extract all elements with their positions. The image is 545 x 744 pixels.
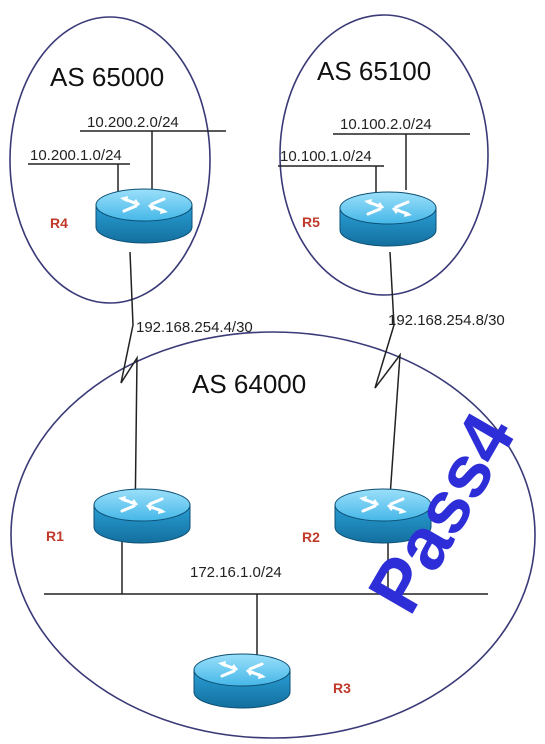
as65000-label: AS 65000 [50, 62, 164, 92]
serial-link-r4-r1 [120, 251, 138, 526]
as65100-boundary [279, 14, 489, 296]
router-r3-label: R3 [333, 680, 351, 696]
router-r2-label: R2 [302, 529, 320, 545]
router-r4-icon[interactable] [94, 187, 194, 245]
r4-lan1-label: 10.200.1.0/24 [30, 147, 122, 164]
r4-lan2-label: 10.200.2.0/24 [87, 114, 179, 131]
core-lan-label: 172.16.1.0/24 [190, 564, 282, 581]
link-r4-r1-label: 192.168.254.4/30 [136, 319, 253, 336]
router-r3-icon[interactable] [192, 652, 292, 710]
as64000-label: AS 64000 [192, 369, 306, 399]
router-r1-label: R1 [46, 528, 64, 544]
as64000-boundary [10, 331, 536, 739]
r5-lan1-label: 10.100.1.0/24 [280, 148, 372, 165]
serial-link-r5-r2 [374, 251, 401, 526]
router-r5-icon[interactable] [338, 190, 438, 248]
as65100-label: AS 65100 [317, 56, 431, 86]
as65000-boundary [9, 16, 211, 304]
link-r5-r2-label: 192.168.254.8/30 [388, 312, 505, 329]
router-r4-label: R4 [50, 215, 68, 231]
router-r1-icon[interactable] [92, 487, 192, 545]
r5-lan2-label: 10.100.2.0/24 [340, 116, 432, 133]
router-r5-label: R5 [302, 214, 320, 230]
